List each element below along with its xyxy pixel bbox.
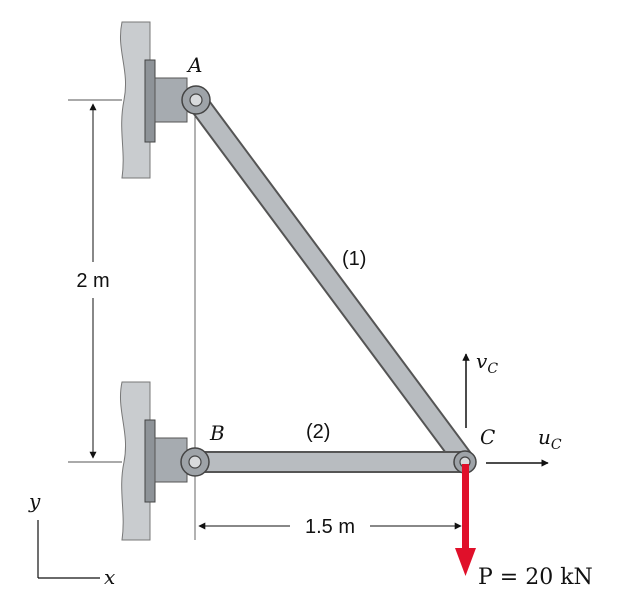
label-u-main: u bbox=[538, 425, 551, 449]
member-1 bbox=[187, 91, 474, 471]
label-u-sub: C bbox=[551, 437, 562, 453]
svg-text:vC: vC bbox=[476, 349, 498, 377]
dim-vertical-label: 2 m bbox=[76, 270, 109, 292]
label-point-b: B bbox=[209, 421, 225, 445]
load-arrow bbox=[455, 464, 476, 576]
dim-horizontal-label: 1.5 m bbox=[305, 516, 355, 538]
wall-support-a bbox=[119, 21, 188, 179]
wall-support-b bbox=[119, 381, 188, 541]
label-v-main: v bbox=[476, 349, 488, 373]
label-point-c: C bbox=[480, 425, 495, 449]
pin-a bbox=[181, 85, 211, 115]
label-member-1: (1) bbox=[342, 248, 366, 270]
axis-y-label: y bbox=[28, 489, 41, 513]
dimension-vertical: 2 m bbox=[68, 99, 122, 463]
label-v-sub: C bbox=[487, 361, 498, 377]
v-c-arrow: vC bbox=[462, 349, 498, 428]
svg-text:uC: uC bbox=[538, 425, 562, 453]
axis-x-label: x bbox=[104, 565, 115, 589]
coordinate-axes: y x bbox=[28, 489, 115, 589]
u-c-arrow: uC bbox=[486, 425, 562, 467]
load-label: P = 20 kN bbox=[478, 565, 593, 590]
label-point-a: A bbox=[186, 53, 202, 77]
dimension-horizontal: 1.5 m bbox=[198, 516, 462, 538]
label-member-2: (2) bbox=[306, 421, 330, 443]
pin-b bbox=[180, 447, 210, 477]
